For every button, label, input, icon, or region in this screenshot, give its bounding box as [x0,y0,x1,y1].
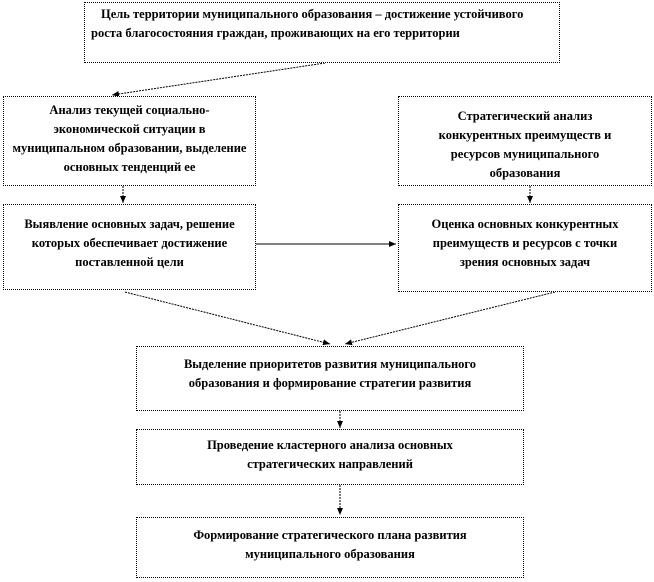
evaluate-advantages-box: Оценка основных конкурентных преимуществ… [398,204,652,292]
arrow-tasks-to-priorities [124,291,331,346]
arrow-goal-to-analysis [111,62,326,97]
arrow-evaluate-to-priorities [344,291,556,346]
goal-box: Цель территории муниципального образован… [84,2,560,63]
strategic-plan-box: Формирование стратегического плана разви… [136,517,524,578]
identify-tasks-box: Выявление основных задач, решение которы… [3,204,256,290]
priorities-box: Выделение приоритетов развития муниципал… [136,346,524,411]
analysis-current-box: Анализ текущей социально-экономической с… [3,96,256,186]
strategic-analysis-box: Стратегический анализ конкурентных преим… [398,96,652,186]
cluster-analysis-box: Проведение кластерного анализа основных … [136,429,524,485]
